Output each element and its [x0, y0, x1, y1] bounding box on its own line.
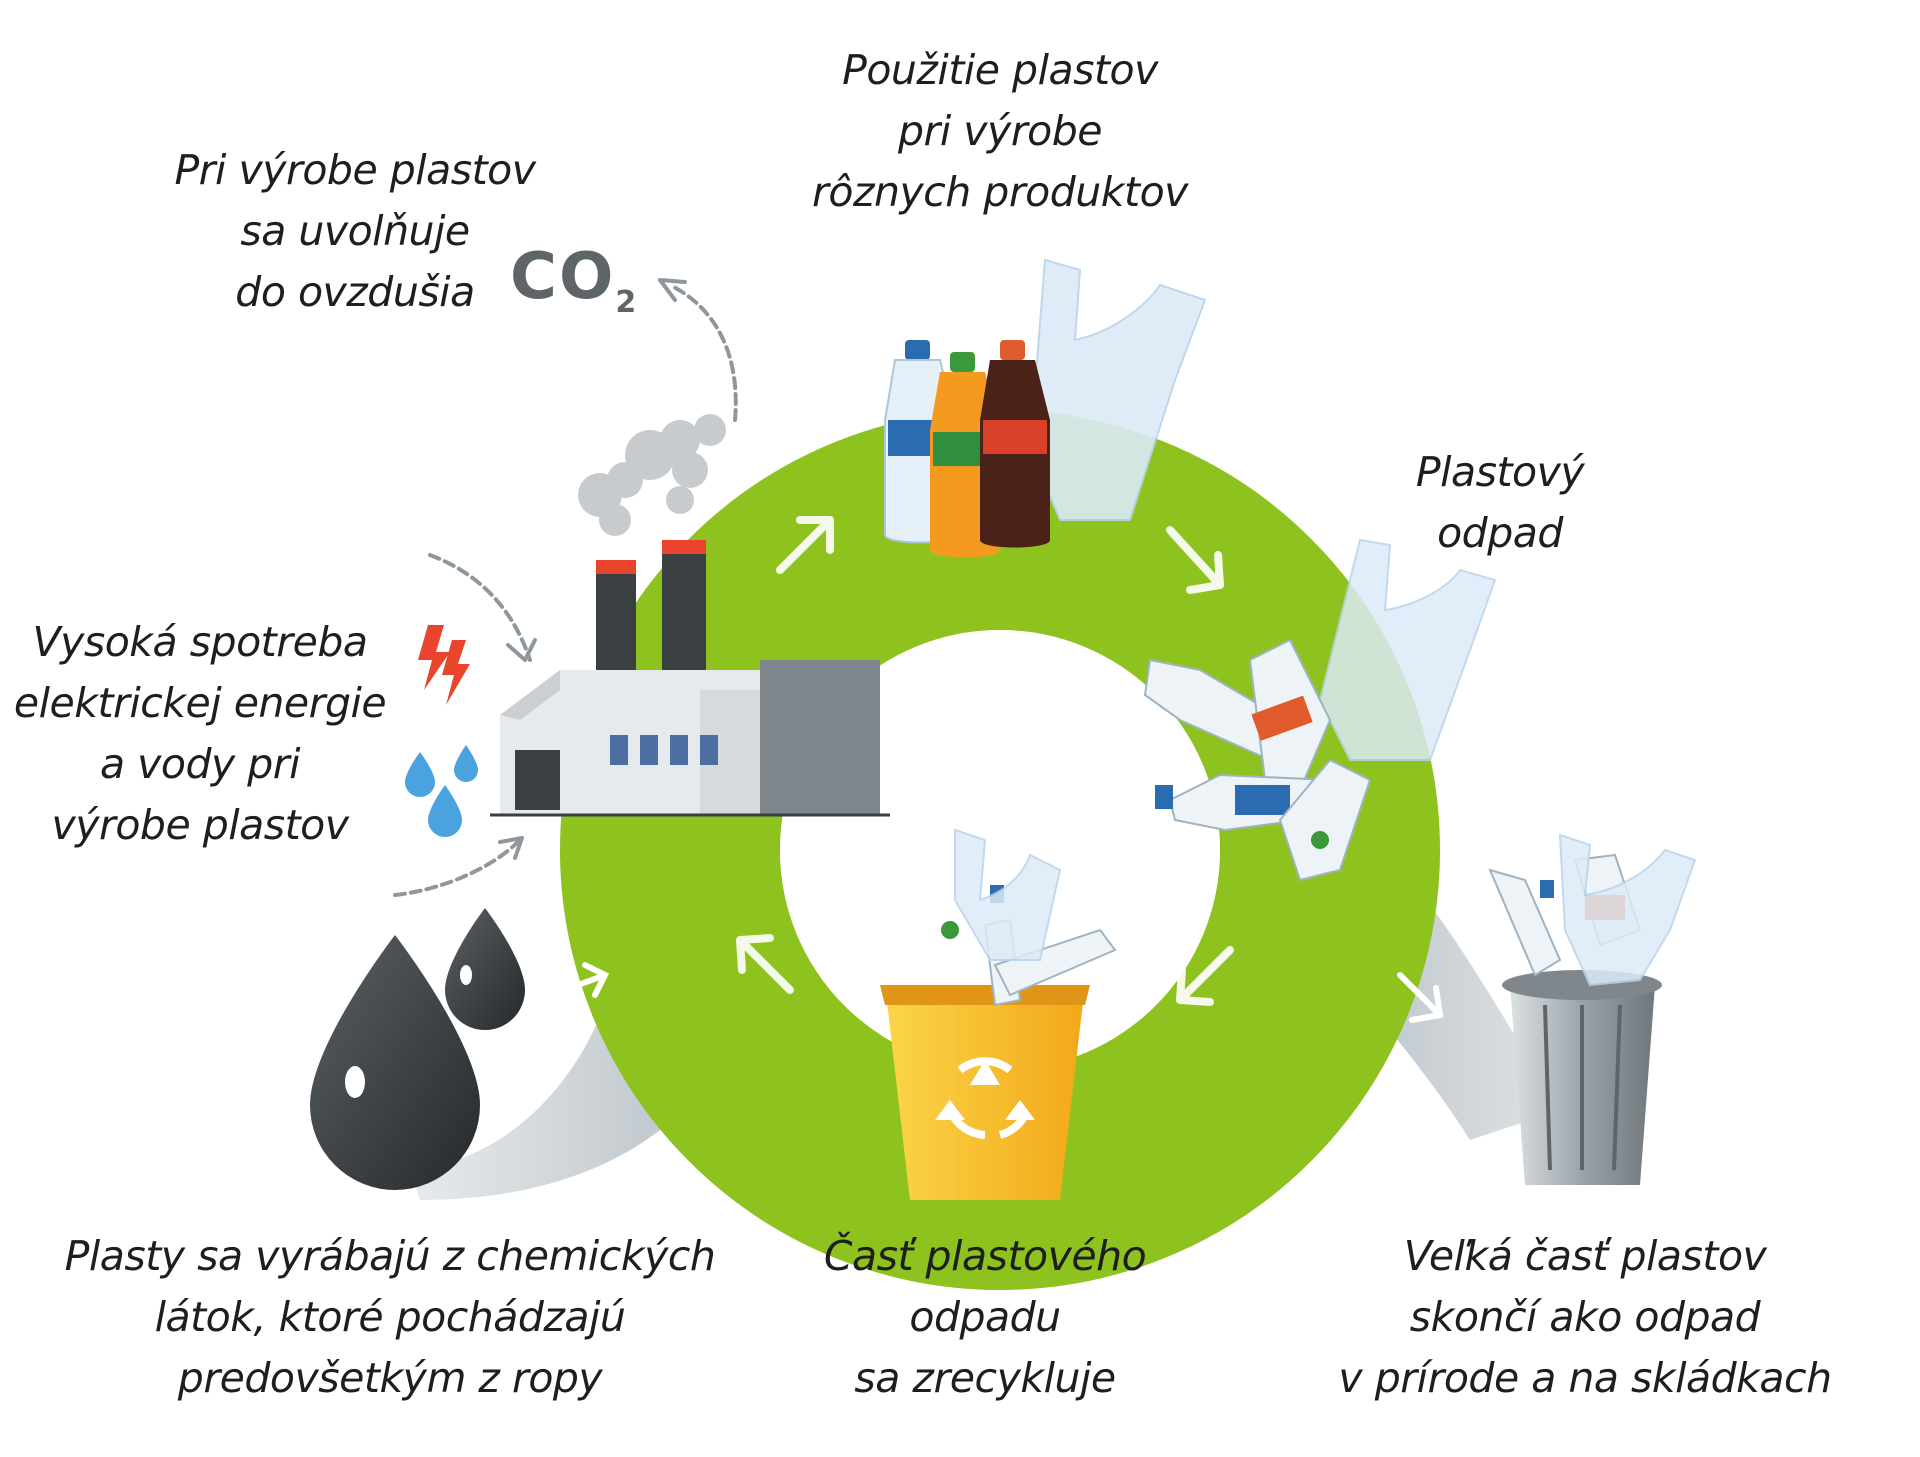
co2-sub: 2: [615, 285, 639, 320]
label-line: Plastový: [1415, 448, 1585, 496]
plastic-bottles-icon: [884, 340, 1050, 558]
plastic-bag-icon: [954, 828, 1062, 961]
label-line: rôznych produktov: [812, 168, 1188, 216]
plastic-bag-icon: [1318, 538, 1497, 761]
plastic-bag-icon: [1558, 833, 1697, 987]
landfill-label: Veľká časť plastov skončí ako odpad v pr…: [1305, 1226, 1865, 1409]
water-drop-icon: [405, 745, 478, 837]
use-in-products-label: Použitie plastov pri výrobe rôznych prod…: [810, 40, 1190, 223]
label-line: Veľká časť plastov: [1403, 1232, 1767, 1280]
label-line: Použitie plastov: [842, 46, 1158, 94]
smoke-icon: [578, 414, 726, 536]
label-line: elektrickej energie: [13, 679, 387, 727]
co2-main: CO: [510, 240, 616, 314]
plastic-bottles-icon: [1143, 638, 1372, 882]
co2-release-label: Pri výrobe plastov sa uvolňuje do ovzduš…: [160, 140, 550, 323]
energy-water-label: Vysoká spotreba elektrickej energie a vo…: [5, 612, 395, 856]
label-line: a vody pri: [99, 740, 301, 788]
label-line: látok, ktoré pochádzajú: [154, 1293, 626, 1341]
label-line: odpad: [1437, 509, 1563, 557]
label-line: Vysoká spotreba: [32, 618, 368, 666]
label-line: Časť plastového: [823, 1232, 1147, 1280]
label-line: výrobe plastov: [51, 801, 349, 849]
lightning-icon: [418, 625, 470, 705]
oil-origin-label: Plasty sa vyrábajú z chemických látok, k…: [50, 1226, 730, 1409]
label-line: sa zrecykluje: [854, 1354, 1116, 1402]
label-line: Plasty sa vyrábajú z chemických: [64, 1232, 716, 1280]
label-line: do ovzdušia: [235, 268, 475, 316]
plastic-bag-icon: [1028, 258, 1207, 521]
label-line: predovšetkým z ropy: [177, 1354, 603, 1402]
cycle-arrow-icon: [736, 516, 1234, 1006]
label-line: skončí ako odpad: [1409, 1293, 1761, 1341]
label-line: sa uvolňuje: [240, 207, 470, 255]
label-line: v prírode a na skládkach: [1338, 1354, 1832, 1402]
recycled-label: Časť plastového odpadu sa zrecykluje: [800, 1226, 1170, 1409]
label-line: Pri výrobe plastov: [174, 146, 536, 194]
co2-symbol: CO2: [510, 245, 638, 335]
label-line: pri výrobe: [897, 107, 1103, 155]
recycle-bin-icon: [880, 885, 1117, 1200]
factory-icon: [490, 540, 890, 817]
oil-drop-icon: [310, 908, 525, 1190]
plastic-waste-label: Plastový odpad: [1390, 442, 1610, 564]
label-line: odpadu: [909, 1293, 1061, 1341]
